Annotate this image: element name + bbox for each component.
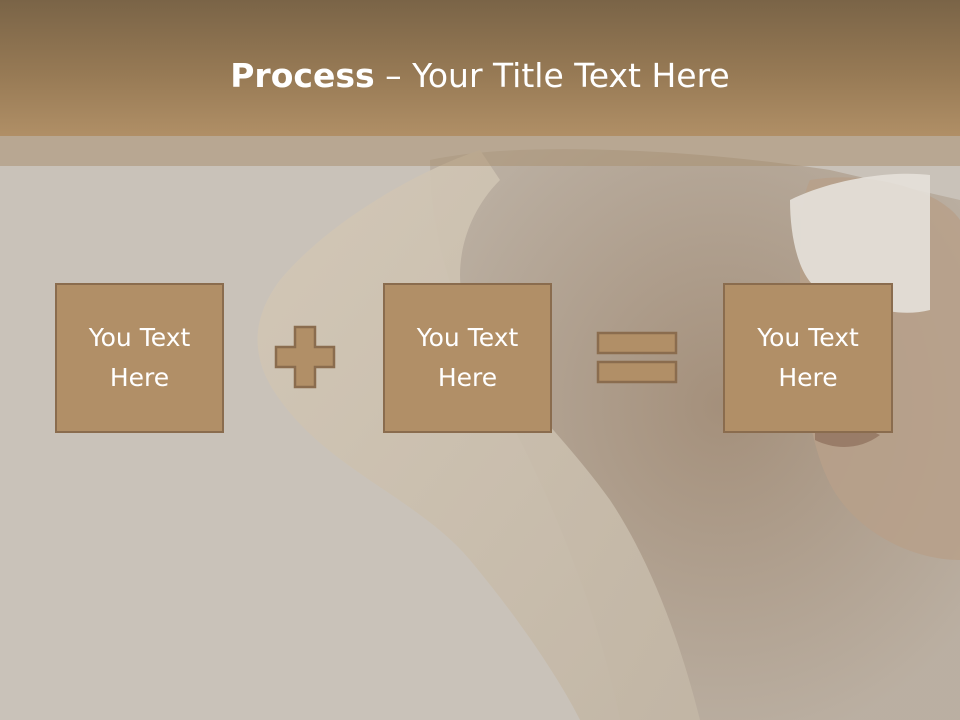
plus-icon: [274, 325, 336, 389]
title-header-bar: [0, 0, 960, 136]
title-bold-text: Process: [230, 56, 375, 95]
title-rest-text: – Your Title Text Here: [374, 56, 730, 95]
header-band: [0, 136, 960, 166]
equals-icon: [596, 331, 678, 384]
process-box-2[interactable]: You Text Here: [383, 283, 552, 433]
slide-title: Process – Your Title Text Here: [0, 54, 960, 98]
process-box-3-label: You Text Here: [757, 323, 859, 392]
process-box-2-label: You Text Here: [416, 323, 519, 392]
process-box-1-label: You Text Here: [88, 323, 191, 392]
process-box-1[interactable]: You Text Here: [55, 283, 224, 433]
process-box-3[interactable]: You Text Here: [723, 283, 893, 433]
